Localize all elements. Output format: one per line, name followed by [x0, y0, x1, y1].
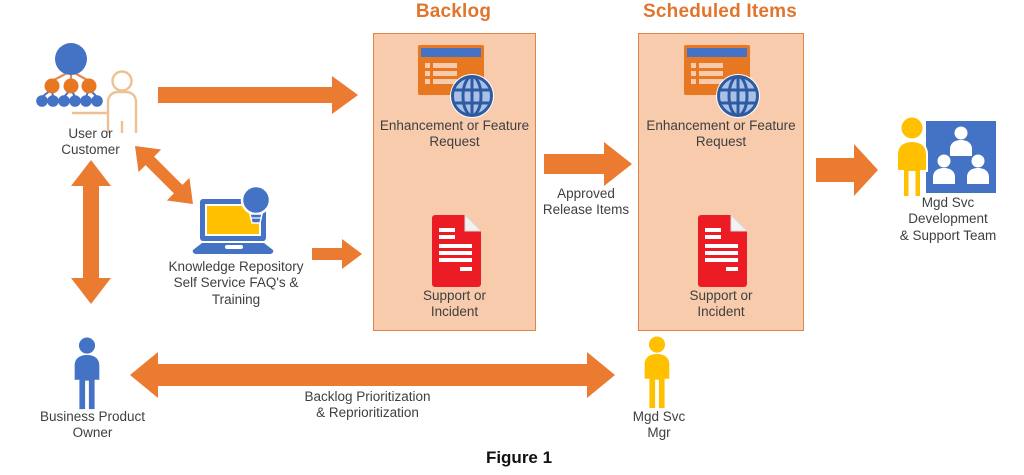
support-incident-doc-icon: [698, 215, 747, 287]
figure-caption: Figure 1: [485, 448, 553, 467]
scheduled-items-box: Enhancement or Feature Request Support o…: [638, 33, 804, 331]
team-members-icon: [933, 126, 989, 184]
scheduled-items-title: Scheduled Items: [643, 1, 797, 22]
business-product-owner-icon: [74, 337, 100, 410]
scheduled-support-label: Support or Incident: [689, 288, 753, 320]
enhancement-request-icon: [417, 45, 494, 118]
knowledge-laptop-icon: [192, 184, 274, 254]
arrow-backlog-to-scheduled: [544, 142, 632, 186]
arrow-user-to-backlog: [158, 76, 358, 114]
user-customer-icon: [36, 43, 138, 133]
backlog-enhancement-label: Enhancement or Feature Request: [379, 118, 530, 150]
user-customer-label: User or Customer: [61, 126, 120, 158]
backlog-box: Enhancement or Feature Request Support o…: [373, 33, 536, 331]
arrow-knowledge-to-backlog: [312, 239, 362, 269]
backlog-title: Backlog: [415, 1, 492, 22]
arrow-user-knowledge-bidirectional: [135, 146, 193, 204]
team-lead-person-icon: [896, 115, 928, 197]
mgd-svc-mgr-label: Mgd Svc Mgr: [632, 409, 686, 441]
knowledge-repository-label: Knowledge Repository Self Service FAQ's …: [168, 259, 304, 307]
arrow-scheduled-to-team: [816, 144, 878, 196]
arrow-owner-user-bidirectional: [71, 160, 111, 304]
business-product-owner-label: Business Product Owner: [39, 409, 146, 441]
lightbulb-icon: [240, 184, 272, 224]
enhancement-request-icon: [684, 45, 760, 118]
person-outline-icon: [72, 70, 138, 133]
scheduled-enhancement-label: Enhancement or Feature Request: [646, 118, 796, 150]
globe-icon: [716, 74, 760, 118]
mgd-svc-team-label: Mgd Svc Development & Support Team: [899, 195, 997, 243]
backlog-prioritization-label: Backlog Prioritization & Reprioritizatio…: [304, 389, 431, 421]
globe-icon: [449, 74, 494, 118]
support-incident-doc-icon: [431, 215, 481, 287]
approved-release-items-label: Approved Release Items: [542, 186, 630, 218]
arrow-prioritization-bidirectional: [130, 352, 615, 398]
mgd-svc-team-icon: [896, 115, 996, 197]
backlog-support-label: Support or Incident: [422, 288, 487, 320]
mgd-svc-mgr-icon: [644, 336, 670, 409]
